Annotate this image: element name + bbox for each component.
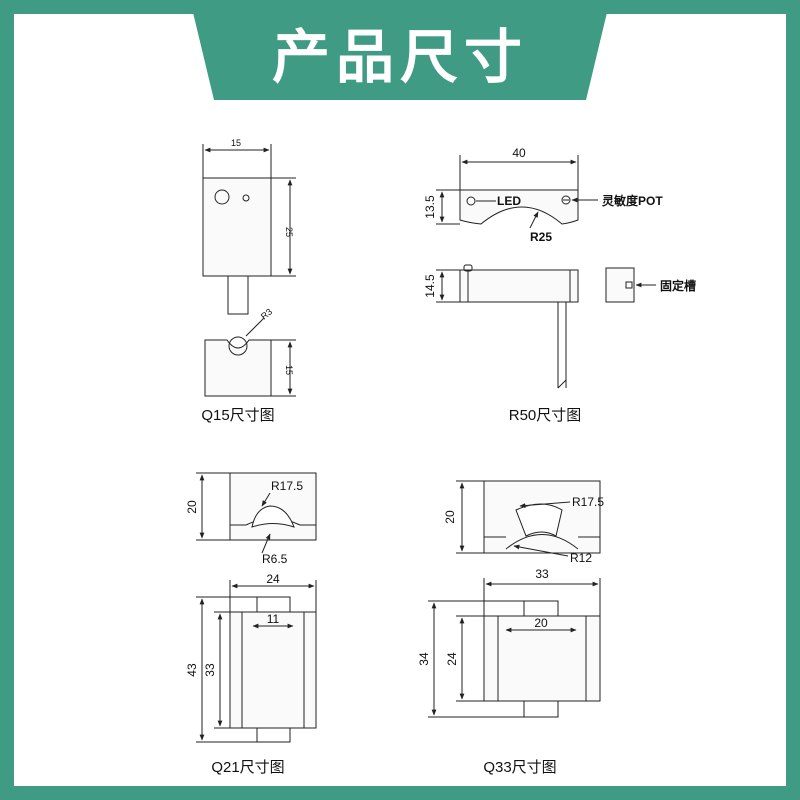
page-title: 产品尺寸 [271,23,528,91]
r50-led-label: LED [497,194,521,208]
q21-dim-radius-outer: R17.5 [271,479,303,493]
q21-dim-inner-width: 11 [267,612,280,626]
q33-dim-width: 33 [535,567,549,581]
r50-pot-label: 灵敏度POT [602,193,663,208]
q21-dim-width: 24 [266,572,280,586]
r50-dim-radius: R25 [530,230,552,244]
r50-caption: R50尺寸图 [509,407,582,424]
q33-dim-height-top: 20 [443,510,457,524]
q33-dim-radius-outer: R17.5 [572,495,604,509]
q33-dim-radius-inner: R12 [570,551,592,565]
q21-dim-radius-inner: R6.5 [262,552,288,566]
q15-drawing [202,144,296,397]
drawing-frame [14,14,786,786]
q15-caption: Q15尺寸图 [201,407,274,424]
q21-dim-height-top: 20 [185,500,199,514]
q21-dim-total-height: 43 [185,663,199,677]
q15-dim-bottom-height: 15 [284,365,294,375]
q33-drawing [428,480,601,718]
q21-caption: Q21尺寸图 [211,759,284,776]
header-shape [190,0,610,100]
q33-caption: Q33尺寸图 [483,759,556,776]
q15-dim-height: 25 [284,227,294,237]
q33-dim-inner-width: 20 [534,616,548,630]
q21-drawing [196,472,317,743]
r50-drawing [436,155,656,389]
q33-dim-total-height: 34 [417,652,431,666]
q21-dim-body-height: 33 [203,663,217,677]
q15-dim-width: 15 [231,138,241,148]
q33-dim-body-height: 24 [445,652,459,666]
q15-dim-radius: R3 [259,306,274,321]
r50-slot-label: 固定槽 [660,278,696,293]
r50-dim-side-height: 14.5 [423,274,437,298]
r50-dim-height: 13.5 [423,195,437,219]
r50-dim-width: 40 [512,146,526,160]
